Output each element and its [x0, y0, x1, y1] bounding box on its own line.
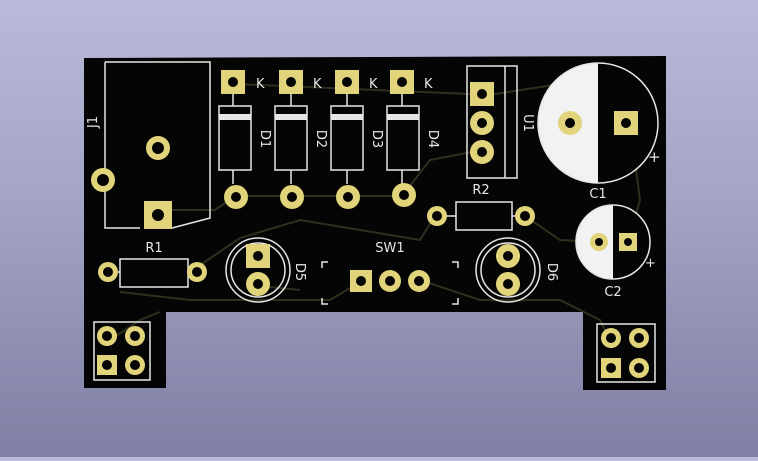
r1-label: R1 — [145, 241, 162, 256]
c2-plus: + — [645, 256, 656, 271]
header-left[interactable] — [93, 321, 151, 381]
u1-label: U1 — [520, 114, 535, 132]
led-d5[interactable]: D5 — [225, 237, 307, 303]
d3-cathode-label: K — [369, 77, 378, 92]
diode-d2[interactable]: K D2 — [274, 70, 328, 209]
diode-d3[interactable]: K D3 — [330, 70, 384, 209]
connector-j1[interactable]: J1 — [86, 61, 211, 229]
diode-d4[interactable]: K D4 — [386, 70, 440, 207]
diode-d1[interactable]: K D1 — [218, 70, 272, 209]
capacitor-c2[interactable]: + C2 — [575, 204, 656, 300]
sw1-label: SW1 — [375, 241, 404, 256]
c1-plus: + — [648, 148, 661, 166]
j1-label: J1 — [86, 116, 101, 129]
capacitor-c1[interactable]: + C1 — [537, 62, 661, 202]
regulator-u1[interactable]: U1 — [466, 65, 535, 179]
resistor-r1[interactable]: R1 — [98, 241, 207, 288]
d1-cathode-label: K — [256, 77, 265, 92]
d5-label: D5 — [292, 263, 307, 281]
d3-label: D3 — [369, 130, 384, 148]
switch-sw1[interactable]: SW1 — [321, 241, 459, 305]
led-d6[interactable]: D6 — [475, 237, 559, 303]
d6-label: D6 — [544, 263, 559, 281]
d4-cathode-label: K — [424, 77, 433, 92]
d2-cathode-label: K — [313, 77, 322, 92]
c2-label: C2 — [604, 285, 621, 300]
header-right[interactable] — [596, 323, 656, 383]
d1-label: D1 — [257, 130, 272, 148]
d2-label: D2 — [313, 130, 328, 148]
resistor-r2[interactable]: R2 — [427, 183, 535, 231]
r2-label: R2 — [472, 183, 489, 198]
d4-label: D4 — [425, 130, 440, 148]
c1-label: C1 — [589, 187, 606, 202]
pcb-board — [84, 56, 666, 390]
